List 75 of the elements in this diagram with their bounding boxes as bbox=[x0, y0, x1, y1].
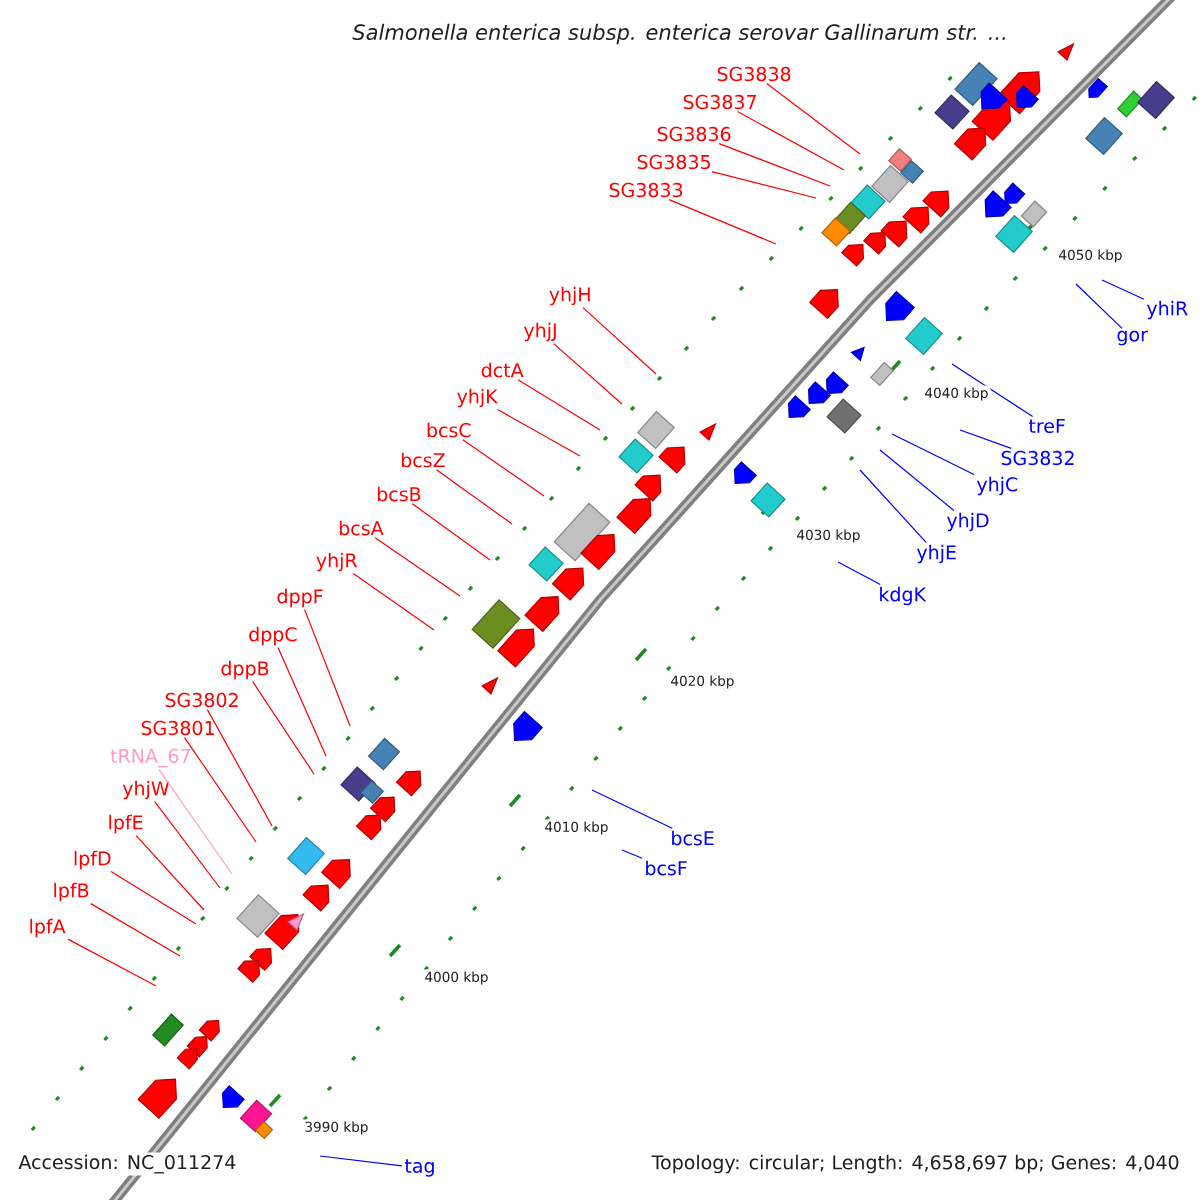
leader-line bbox=[90, 903, 181, 957]
leader-line bbox=[352, 573, 435, 631]
leader-line bbox=[621, 849, 643, 859]
gene-label: kdgK bbox=[880, 586, 927, 606]
gene-label: SG3837 bbox=[683, 94, 756, 110]
gene-label: bcsE bbox=[672, 830, 714, 846]
leader-line bbox=[154, 801, 221, 889]
gene-label: yhjD bbox=[946, 512, 989, 532]
gene-label: bcsF bbox=[646, 860, 687, 876]
gene-label: lpfA bbox=[30, 918, 66, 938]
gene-label: lpfE bbox=[109, 814, 143, 834]
leader-line bbox=[206, 709, 273, 827]
leader-line bbox=[303, 609, 351, 727]
gene-label: bcsC bbox=[427, 422, 471, 438]
gene-label: SG3832 bbox=[1001, 450, 1074, 466]
leader-line bbox=[582, 307, 657, 375]
leader-line bbox=[1101, 279, 1145, 300]
gene-label: yhjJ bbox=[524, 322, 556, 342]
gene-label: yhjR bbox=[316, 552, 358, 572]
leader-line bbox=[374, 537, 461, 597]
gene-label: treF bbox=[1028, 418, 1065, 434]
gene-label: tRNA_67 bbox=[110, 748, 190, 768]
gene-label: yhjC bbox=[976, 476, 1018, 496]
leader-line bbox=[891, 433, 975, 476]
summary-text: Topology: circular; Length: 4,658,697 bp; Genes: 4,040 bbox=[649, 1152, 1182, 1176]
leader-line bbox=[553, 343, 623, 405]
leader-line bbox=[591, 789, 673, 829]
gene-label: lpfB bbox=[54, 882, 89, 902]
leader-line bbox=[277, 647, 327, 757]
leader-line bbox=[951, 363, 1034, 418]
gene-label: SG3801 bbox=[141, 720, 214, 736]
gene-label: dppC bbox=[249, 626, 297, 646]
gene-label: SG3835 bbox=[637, 154, 710, 170]
leader-line bbox=[411, 503, 491, 561]
gene-label: bcsZ bbox=[401, 452, 445, 468]
leader-line bbox=[462, 439, 545, 497]
gene-label: dppF bbox=[277, 588, 323, 608]
leader-line bbox=[252, 681, 315, 775]
gene-label: yhjW bbox=[122, 780, 169, 800]
gene-label: yhjK bbox=[457, 388, 498, 408]
leader-line bbox=[879, 449, 955, 511]
gene-label: yhjE bbox=[916, 544, 956, 564]
leader-line bbox=[497, 409, 581, 457]
leader-line bbox=[67, 938, 157, 987]
gene-label: SG3836 bbox=[657, 126, 731, 142]
leader-line bbox=[959, 429, 1012, 450]
leader-line bbox=[319, 1155, 403, 1167]
leader-line bbox=[435, 469, 513, 525]
gene-label: bcsB bbox=[377, 486, 421, 502]
gene-label: tag bbox=[404, 1159, 434, 1177]
leader-line bbox=[517, 379, 601, 431]
leader-line bbox=[736, 111, 845, 171]
gene-label: yhjH bbox=[549, 286, 590, 306]
gene-label: yhiR bbox=[1147, 300, 1188, 320]
leader-line bbox=[766, 83, 861, 155]
leader-line bbox=[1075, 283, 1123, 329]
gene-label: SG3833 bbox=[609, 182, 683, 198]
leader-line bbox=[668, 199, 777, 245]
accession-text: Accession: NC_011274 bbox=[16, 1152, 239, 1176]
gene-label: dppB bbox=[221, 660, 269, 680]
leader-line bbox=[110, 871, 197, 925]
gene-label: SG3838 bbox=[717, 66, 791, 82]
leader-line bbox=[718, 143, 831, 187]
gene-label: SG3802 bbox=[165, 692, 238, 708]
gene-label: gor bbox=[1117, 330, 1148, 346]
leader-line bbox=[859, 469, 927, 543]
gene-label: bcsA bbox=[339, 520, 384, 536]
leader-line bbox=[158, 769, 233, 875]
leader-line bbox=[711, 171, 817, 199]
leader-line bbox=[135, 835, 205, 911]
leader-line bbox=[184, 737, 257, 843]
gene-label: dctA bbox=[481, 362, 524, 378]
title: Salmonella enterica subsp. enterica serovar Gallinarum str. ... bbox=[352, 23, 1005, 45]
gene-label: lpfD bbox=[74, 850, 111, 870]
leader-line bbox=[837, 561, 881, 585]
